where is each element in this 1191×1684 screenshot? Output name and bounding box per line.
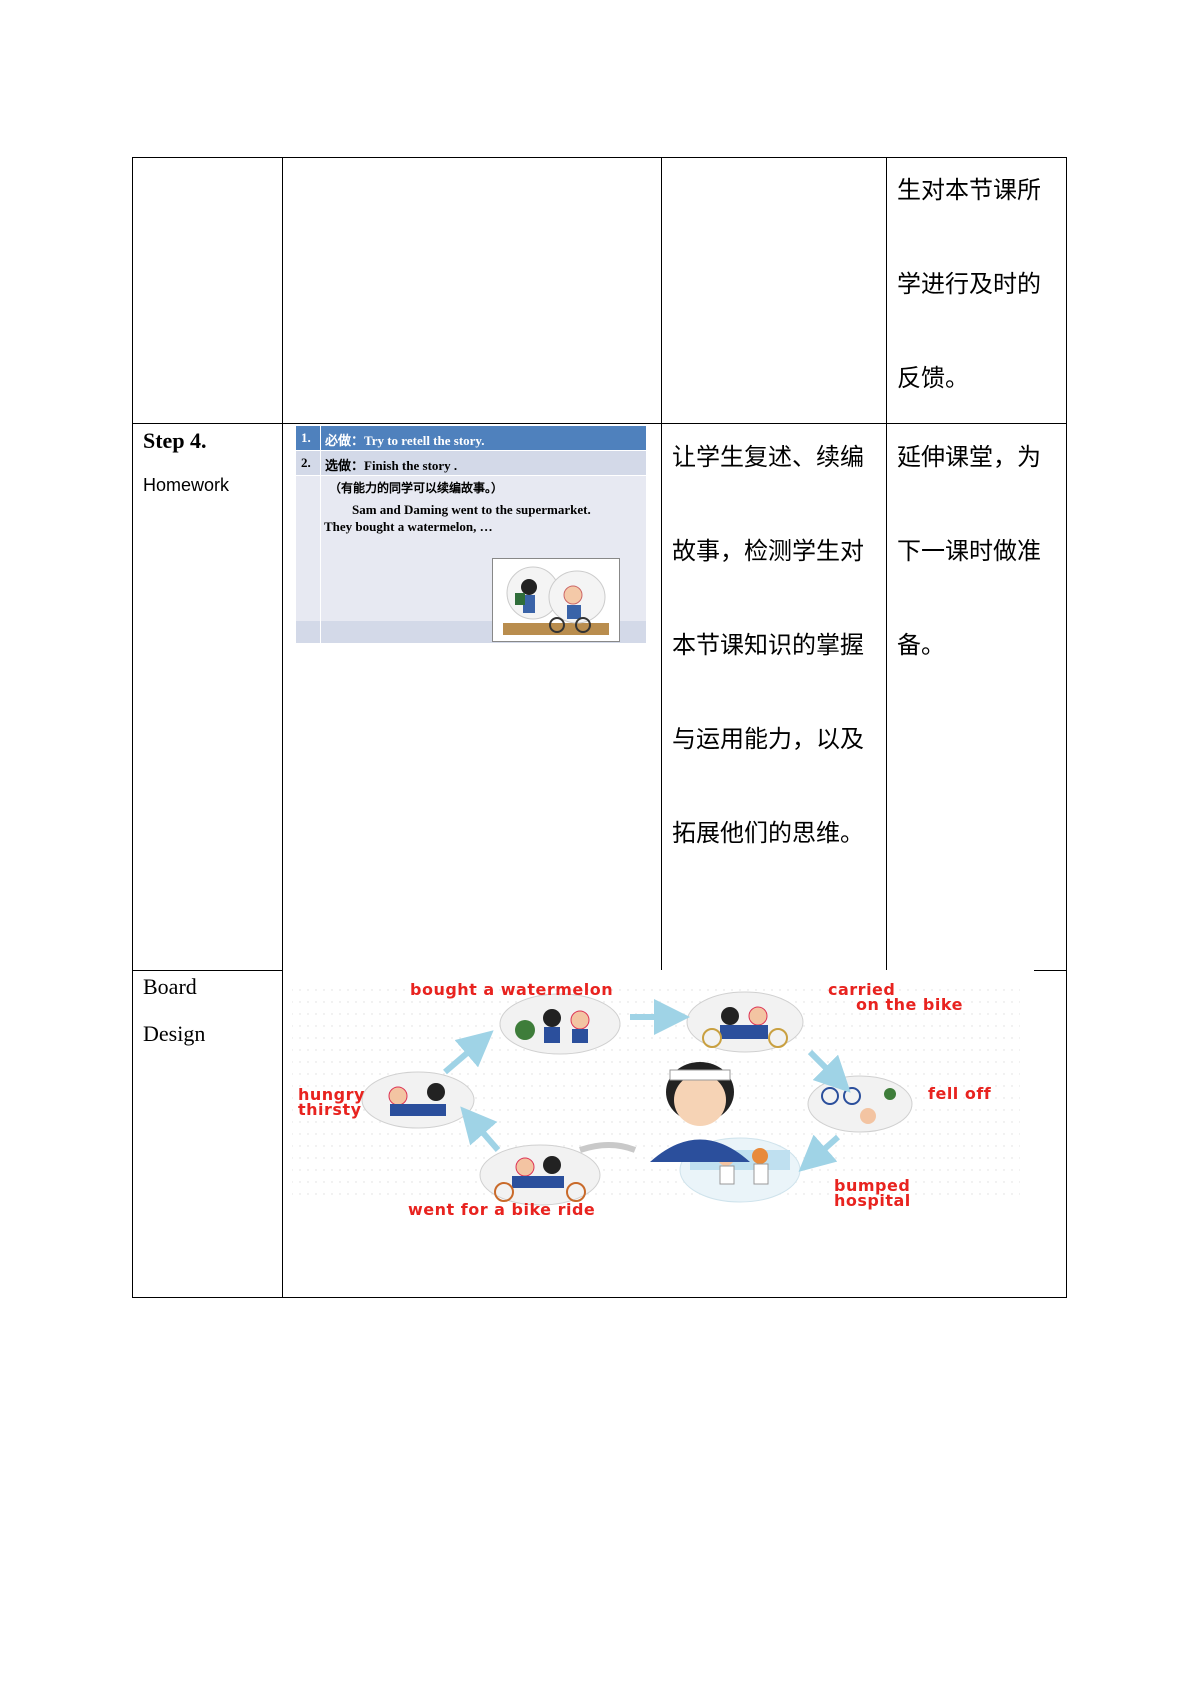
slide-story-line1: Sam and Daming went to the supermarket. [352, 502, 591, 517]
story-thumbnail-image [492, 558, 620, 642]
purpose-line: 与运用能力，以及 [672, 725, 864, 753]
column-divider-1 [282, 157, 283, 1298]
purpose-line: 让学生复述、续编 [672, 443, 864, 471]
extension-line: 下一课时做准 [897, 537, 1041, 565]
table-border-right [1066, 157, 1067, 1298]
scene-fell-off [807, 1075, 913, 1133]
scene-bought-watermelon [499, 993, 621, 1055]
slide-item2-text: 选做：Finish the story . [325, 458, 458, 473]
label-hospital: hospital [834, 1191, 911, 1210]
slide-row-header [296, 426, 646, 450]
table-border-left [132, 157, 133, 1298]
homework-slide: 1. 必做：Try to retell the story. 2. 选做：Fin… [296, 426, 646, 643]
scene-carried-on-bike [686, 991, 804, 1053]
purpose-line: 本节课知识的掌握 [672, 631, 864, 659]
label-fell-off: fell off [928, 1084, 992, 1103]
scene-bike-ride [479, 1144, 601, 1206]
step-subtitle: Homework [143, 475, 230, 495]
arrow-down-left [798, 1134, 840, 1172]
slide-item1-text: 必做：Try to retell the story. [325, 433, 485, 448]
table-border-top [132, 157, 1067, 158]
extension-line: 延伸课堂，为 [897, 443, 1041, 471]
narrator-boy-image [579, 1062, 750, 1162]
table-border-bottom [132, 1297, 1067, 1298]
label-bought-watermelon: bought a watermelon [410, 980, 614, 999]
board-design-title-line1: Board [143, 974, 197, 999]
arrow-up-right [443, 1030, 494, 1075]
column-divider-3 [886, 157, 887, 970]
row1-feedback-cell: 生对本节课所 学进行及时的 反馈。 [897, 143, 1067, 425]
column-divider-2 [661, 157, 662, 970]
slide-row-second [296, 450, 646, 475]
slide-item2-number: 2. [301, 455, 311, 470]
label-thirsty: thirsty [298, 1100, 362, 1119]
row2-purpose-cell: 让学生复述、续编 故事，检测学生对 本节课知识的掌握 与运用能力，以及 拓展他们… [672, 410, 884, 880]
board-design-diagram: bought a watermelon carried on the bike … [290, 972, 1020, 1242]
feedback-line: 生对本节课所 [897, 176, 1041, 204]
row2-extension-cell: 延伸课堂，为 下一课时做准 备。 [897, 410, 1067, 692]
feedback-line: 学进行及时的 [897, 270, 1041, 298]
label-bumped: bumped [834, 1176, 911, 1195]
row-divider-1 [132, 423, 1067, 424]
arrow-down-right [807, 1049, 851, 1093]
label-carried: carried [828, 980, 896, 999]
slide-note: （有能力的同学可以续编故事。） [329, 481, 504, 495]
slide-separator [296, 450, 646, 451]
extension-line: 备。 [897, 631, 945, 659]
slide-number-column [320, 426, 321, 643]
slide-separator [296, 475, 646, 476]
scene-hungry-thirsty [361, 1071, 475, 1129]
step-title: Step 4. [143, 428, 207, 453]
slide-item1-number: 1. [301, 430, 311, 445]
feedback-line: 反馈。 [897, 364, 969, 392]
label-on-the-bike: on the bike [856, 995, 963, 1014]
purpose-line: 拓展他们的思维。 [672, 819, 864, 847]
purpose-line: 故事，检测学生对 [672, 537, 864, 565]
slide-story-line2: They bought a watermelon, … [324, 519, 493, 534]
board-diagram-graphic [290, 972, 1020, 1242]
label-hungry: hungry [298, 1085, 365, 1104]
label-went-for-a-bike-ride: went for a bike ride [408, 1200, 596, 1219]
row-divider-2-left [132, 970, 282, 971]
row-divider-2-right [1034, 970, 1067, 971]
board-design-title-line2: Design [143, 1021, 206, 1046]
arrow-down [460, 1106, 501, 1152]
